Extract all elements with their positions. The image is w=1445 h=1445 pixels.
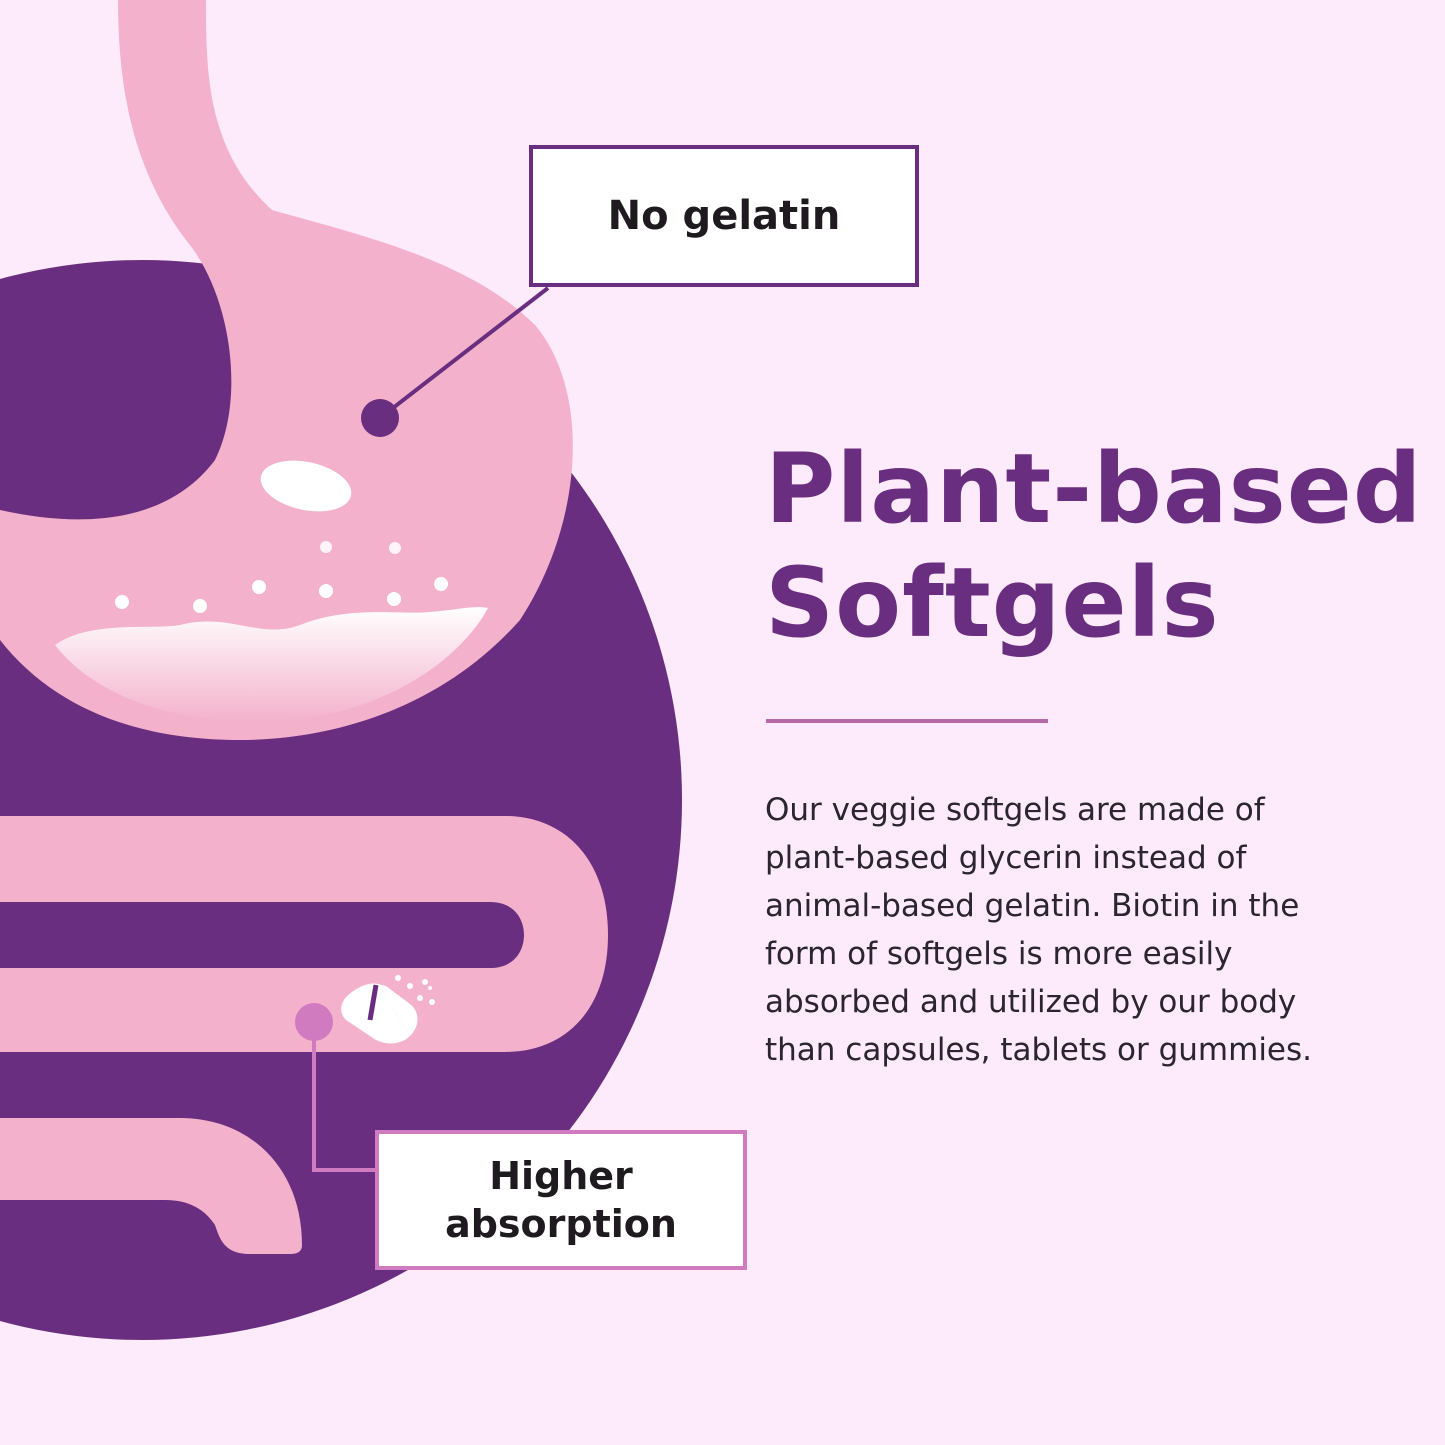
body-line: absorbed and utilized by our body bbox=[765, 984, 1297, 1020]
intestine-loop-lower bbox=[0, 1118, 302, 1254]
callout-higher-absorption-line1: Higher bbox=[489, 1154, 633, 1198]
body-line: animal-based gelatin. Biotin in the bbox=[765, 888, 1300, 924]
body-line: form of softgels is more easily bbox=[765, 936, 1233, 972]
stomach-bubbles bbox=[115, 541, 448, 613]
body-line: than capsules, tablets or gummies. bbox=[765, 1032, 1313, 1068]
headline-line1: Plant-based bbox=[765, 433, 1423, 545]
connector-no-gelatin bbox=[361, 286, 550, 437]
headline: Plant-based Softgels bbox=[765, 432, 1423, 660]
body-line: plant-based glycerin instead of bbox=[765, 840, 1247, 876]
stomach-shape bbox=[0, 0, 573, 740]
headline-divider bbox=[766, 719, 1048, 723]
capsule-pill bbox=[341, 975, 435, 1044]
softgel-pill bbox=[260, 460, 352, 512]
body-text: Our veggie softgels are made of plant-ba… bbox=[765, 786, 1415, 1074]
callout-higher-absorption: Higher absorption bbox=[375, 1130, 747, 1270]
callout-higher-absorption-line2: absorption bbox=[445, 1202, 677, 1246]
intestine-loop-upper bbox=[0, 816, 608, 1052]
headline-line2: Softgels bbox=[765, 547, 1220, 659]
callout-no-gelatin: No gelatin bbox=[529, 145, 919, 287]
body-line: Our veggie softgels are made of bbox=[765, 792, 1265, 828]
connector-higher-absorption bbox=[295, 1003, 377, 1172]
stomach-fluid bbox=[55, 607, 488, 722]
callout-no-gelatin-label: No gelatin bbox=[607, 193, 841, 239]
